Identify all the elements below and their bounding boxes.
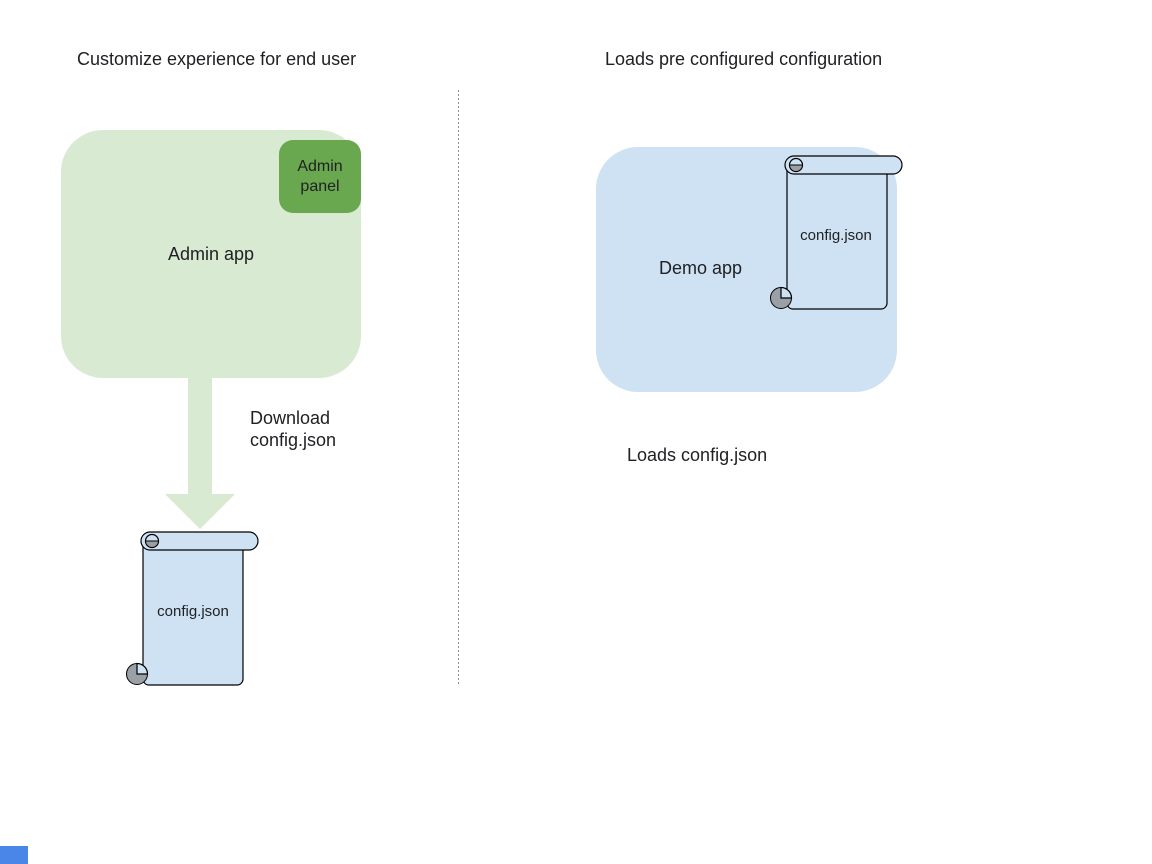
demo-app-label: Demo app	[658, 258, 743, 278]
left-section-title: Customize experience for end user	[77, 49, 357, 69]
config-file-scroll-icon	[770, 155, 903, 310]
admin-panel-label: Admin panel	[297, 157, 343, 195]
loads-caption: Loads config.json	[627, 445, 768, 465]
admin-app-shape: Admin app Admin panel	[61, 130, 361, 378]
download-caption: Download config.json	[250, 408, 337, 450]
download-arrow-icon	[165, 377, 235, 529]
config-file-scroll-icon	[126, 531, 259, 686]
config-file-label: config.json	[157, 603, 229, 620]
admin-app-label: Admin app	[167, 243, 255, 264]
config-file-label: config.json	[800, 227, 872, 244]
section-divider	[458, 90, 459, 685]
admin-panel-shape: Admin panel	[279, 140, 361, 213]
clipped-blue-shape	[0, 846, 28, 864]
right-section-title: Loads pre configured configuration	[605, 49, 883, 69]
